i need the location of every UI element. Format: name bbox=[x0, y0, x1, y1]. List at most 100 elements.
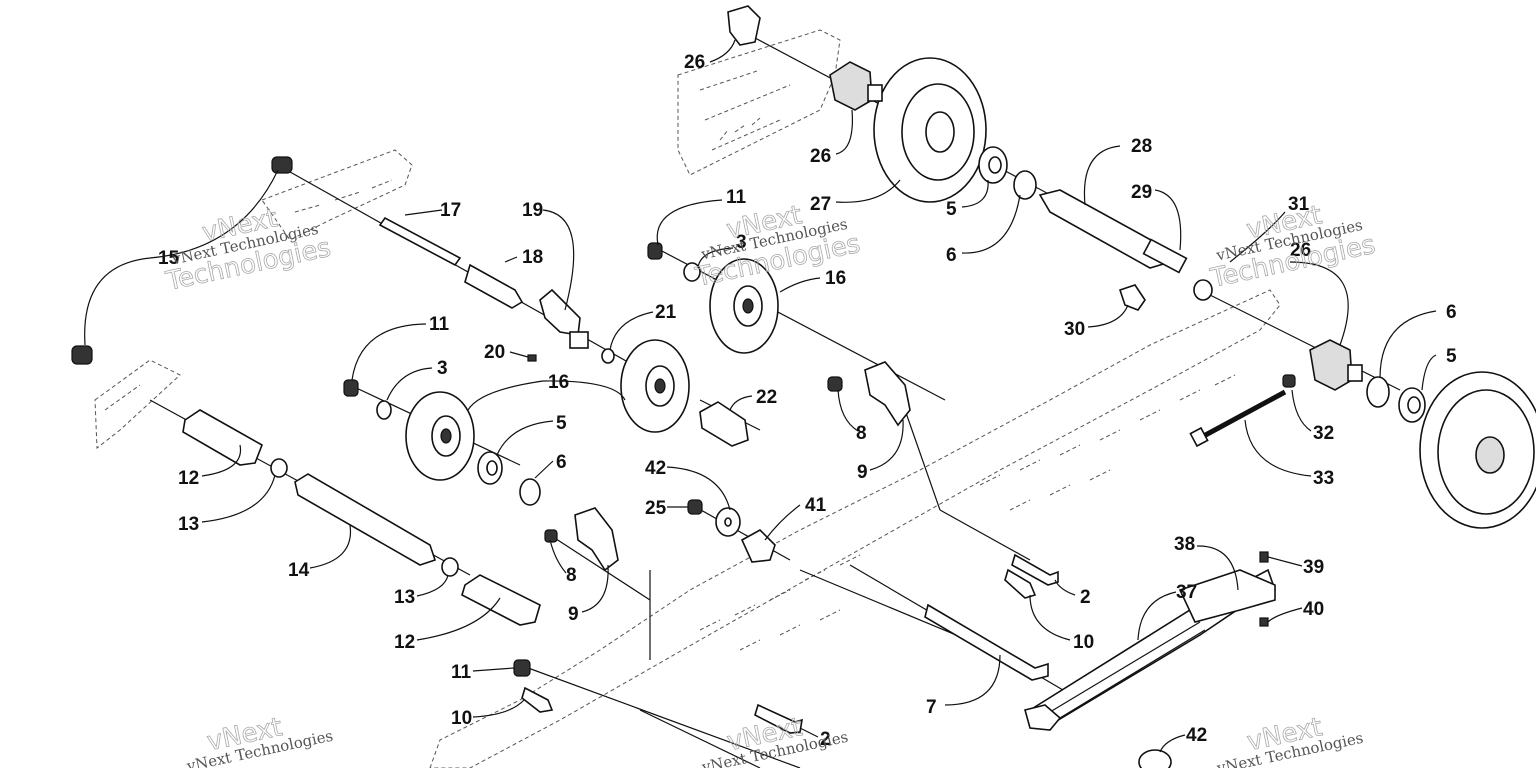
shaft-17 bbox=[378, 216, 462, 267]
callout-11-left: 11 bbox=[429, 314, 450, 335]
callout-11-upper: 11 bbox=[726, 187, 747, 208]
callout-26-top: 26 bbox=[684, 52, 705, 73]
tube-12-lower bbox=[461, 574, 541, 626]
washer-13-upper bbox=[270, 458, 288, 478]
clip-41 bbox=[740, 529, 776, 563]
washer-31 bbox=[1193, 279, 1213, 301]
lower-left-rail bbox=[94, 359, 181, 449]
watermark-bottom-left: vNext vNext Technologies bbox=[184, 712, 334, 768]
callout-22: 22 bbox=[756, 387, 777, 408]
end-cap-lower bbox=[71, 345, 93, 365]
callout-5-right: 5 bbox=[1446, 346, 1457, 367]
clip-30 bbox=[1118, 284, 1146, 311]
bolt-39 bbox=[1259, 551, 1269, 563]
tube-14 bbox=[294, 473, 437, 566]
callout-6-top: 6 bbox=[946, 245, 957, 266]
hub-26-right bbox=[1309, 339, 1363, 391]
callout-5-left: 5 bbox=[556, 413, 567, 434]
callout-7: 7 bbox=[926, 697, 937, 718]
nut-11-b bbox=[343, 379, 359, 397]
callout-31: 31 bbox=[1288, 194, 1310, 215]
leader-lines bbox=[84, 39, 1437, 753]
callout-21: 21 bbox=[655, 302, 677, 323]
callout-27: 27 bbox=[810, 194, 831, 215]
callout-42-lower: 42 bbox=[1186, 725, 1207, 746]
axle-28 bbox=[1038, 189, 1188, 274]
nut-11-lower bbox=[513, 659, 531, 677]
washer-42 bbox=[715, 507, 741, 537]
callout-9-upper: 9 bbox=[857, 462, 868, 483]
callout-16-upper: 16 bbox=[825, 268, 846, 289]
nut-11-a bbox=[647, 242, 663, 260]
clip-lower-right bbox=[1024, 704, 1062, 731]
callout-26-right: 26 bbox=[1290, 240, 1311, 261]
callout-42-mid: 42 bbox=[645, 458, 666, 479]
pin-20 bbox=[527, 354, 537, 362]
nut-40 bbox=[1259, 617, 1269, 627]
wheel-16-middle bbox=[620, 339, 690, 433]
callout-5-top: 5 bbox=[946, 199, 957, 220]
callout-19: 19 bbox=[522, 200, 543, 221]
callout-8-upper: 8 bbox=[856, 423, 867, 444]
callout-13-lower: 13 bbox=[394, 587, 415, 608]
callout-30: 30 bbox=[1064, 319, 1085, 340]
callout-labels: 26 26 28 27 5 29 31 6 26 16 11 3 17 19 1… bbox=[158, 52, 1457, 750]
wheel-16-upper bbox=[709, 258, 779, 354]
watermark-bottom-right: vNext vNext Technologies bbox=[1214, 712, 1364, 768]
bearing-5-left bbox=[477, 451, 503, 485]
clip-6-right bbox=[1366, 376, 1390, 408]
washer-13-lower bbox=[441, 557, 459, 577]
clip-6-top bbox=[1013, 170, 1037, 200]
bearing-5-right bbox=[1398, 387, 1426, 423]
watermark-top-left: vNext vNext Technologies Technologies bbox=[162, 203, 333, 298]
callout-17: 17 bbox=[440, 200, 461, 221]
tube-12-upper bbox=[182, 409, 263, 466]
callout-28: 28 bbox=[1131, 136, 1152, 157]
callout-25: 25 bbox=[645, 498, 667, 519]
callout-40: 40 bbox=[1303, 599, 1324, 620]
wheel-16-left bbox=[405, 391, 475, 481]
hub-26-top bbox=[829, 61, 883, 111]
callout-10-lower: 10 bbox=[451, 708, 472, 729]
washer-3-b bbox=[376, 400, 392, 420]
bracket-9-lower bbox=[574, 507, 619, 572]
end-cap-upper bbox=[271, 156, 293, 174]
washer-3-a bbox=[683, 262, 701, 282]
callout-6-left: 6 bbox=[556, 452, 567, 473]
wheel-27 bbox=[873, 57, 987, 203]
nut-25 bbox=[687, 499, 703, 515]
bracket-19 bbox=[539, 288, 589, 349]
callout-20: 20 bbox=[484, 342, 505, 363]
callout-15: 15 bbox=[158, 248, 180, 269]
callout-10-upper: 10 bbox=[1073, 632, 1094, 653]
bolt-7 bbox=[924, 603, 1049, 681]
callout-12-lower: 12 bbox=[394, 632, 415, 653]
callout-8-lower: 8 bbox=[566, 565, 577, 586]
washer-42-lower bbox=[1138, 749, 1172, 768]
callout-41: 41 bbox=[805, 495, 827, 516]
nut-8-lower bbox=[544, 529, 558, 543]
washer-21 bbox=[601, 348, 615, 364]
main-rail bbox=[429, 289, 1281, 768]
upper-left-rail bbox=[261, 149, 413, 241]
clip-6-left bbox=[519, 478, 541, 506]
callout-3-upper: 3 bbox=[736, 232, 747, 253]
callout-6-right: 6 bbox=[1446, 302, 1457, 323]
clip-26-top bbox=[727, 5, 761, 46]
wheel-right bbox=[1419, 371, 1536, 529]
callout-13-upper: 13 bbox=[178, 514, 199, 535]
callout-32: 32 bbox=[1313, 423, 1334, 444]
callout-12-upper: 12 bbox=[178, 468, 199, 489]
callout-37: 37 bbox=[1176, 582, 1197, 603]
callout-9-lower: 9 bbox=[568, 604, 579, 625]
callout-16-left: 16 bbox=[548, 372, 569, 393]
top-rail bbox=[677, 29, 841, 176]
bearing-5-top bbox=[978, 146, 1008, 184]
nut-8-upper bbox=[827, 376, 843, 392]
spacer-22 bbox=[699, 401, 749, 447]
callout-29: 29 bbox=[1131, 182, 1152, 203]
arm-37 bbox=[1028, 568, 1276, 730]
bolt-2-lower bbox=[754, 703, 803, 734]
callout-18: 18 bbox=[522, 247, 543, 268]
